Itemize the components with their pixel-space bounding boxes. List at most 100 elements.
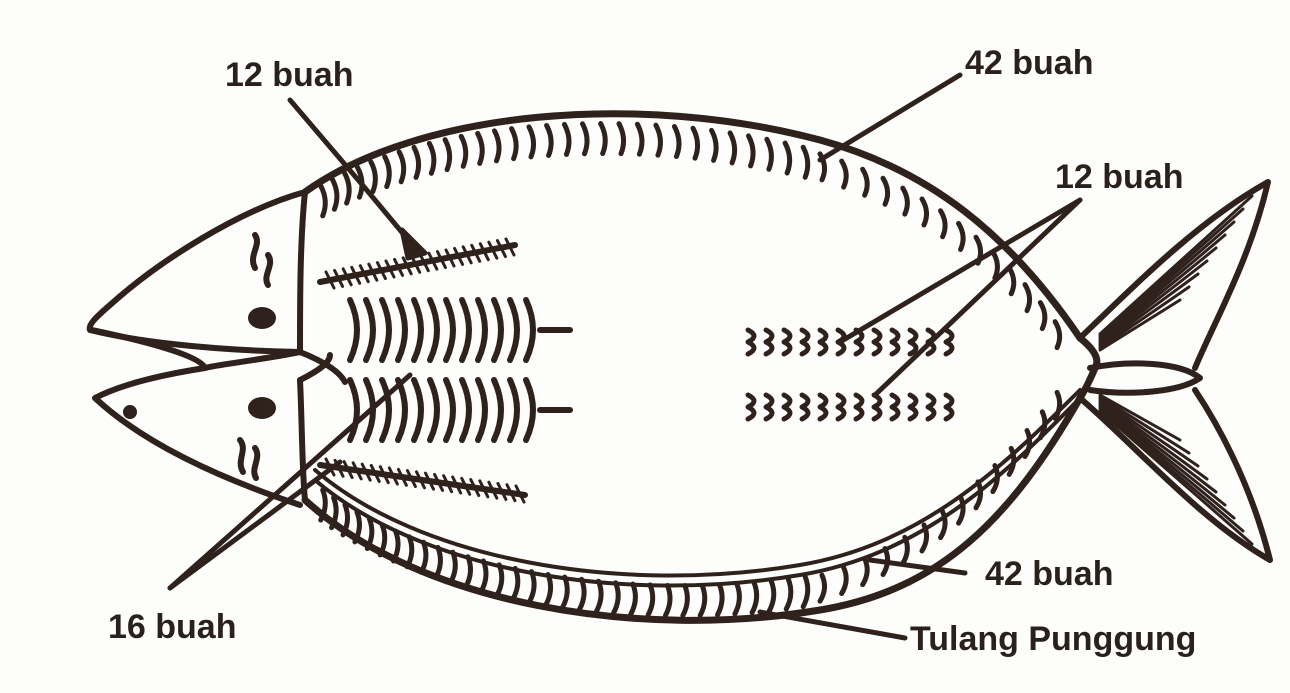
ventral-bone [332,498,337,528]
dorsal-bone [1040,303,1045,329]
dorsal-bone [332,179,337,209]
ventral-bone [752,583,757,613]
tail-ray [1100,405,1225,505]
ventral-bone [343,505,348,535]
eye-lower [248,397,276,419]
ventral-bone [580,579,585,609]
rib-lower [398,380,405,440]
tail-ray [1100,235,1225,340]
dorsal-bone [414,147,419,177]
rib-upper [366,300,373,360]
ventral-bone [497,565,502,595]
dorsal-bones-42 [321,124,1060,348]
rib-lower [446,380,453,440]
label-tulang-punggung: Tulang Punggung [910,620,1196,658]
ventral-bone [683,586,688,616]
dorsal-bone [445,140,450,170]
dorsal-bone [993,252,998,278]
dorsal-bone [1025,285,1030,311]
tail-spine-upper [748,330,754,354]
ventral-bone [700,585,705,615]
tail-spine-lower [874,395,880,419]
rib-lower [478,380,485,440]
tail-spine-lower [784,395,790,419]
dorsal-bone [785,143,790,173]
rib-lower [350,380,357,440]
ventral-bone [451,552,456,582]
tail-ray [1100,403,1216,492]
dorsal-bone [478,133,483,163]
dorsal-bone [959,223,964,249]
ventral-bone [513,568,518,598]
tail-spine-upper [892,330,898,354]
tail-ray [1100,409,1243,531]
tail-spine-upper [910,330,916,354]
ventral-bone [393,531,398,561]
ventral-bone [786,579,791,609]
ventral-bone [421,542,426,572]
ventral-bone [769,581,774,611]
rib-upper [398,300,405,360]
tail-spine-lower [946,395,952,419]
dorsal-bone [399,152,404,182]
tail-ray [1100,196,1252,334]
dorsal-bone [749,136,754,166]
rib-upper [414,300,421,360]
ventral-bone [959,497,964,523]
rib-lower [510,380,517,440]
backbone [315,390,1080,586]
ventral-bone [863,559,868,585]
dorsal-bone [461,136,466,166]
tail-spine-lower [856,395,862,419]
dorsal-bone [429,143,434,173]
label-12-buah-right: 12 buah [1055,158,1183,196]
dorsal-bone [883,178,888,204]
dorsal-bone [730,133,735,163]
ventral-bone [321,490,326,520]
rib-lower [494,380,501,440]
ventral-bone [466,557,471,587]
tail-spine-lower [892,395,898,419]
dorsal-bone [803,147,808,177]
dorsal-bone [345,173,350,203]
ventral-bone [665,585,670,615]
rib-upper [446,300,453,360]
rib-upper [526,300,533,360]
ventral-bone [367,519,372,549]
ventral-bone [407,537,412,567]
dorsal-bone [1009,268,1014,294]
dorsal-bone [656,125,661,155]
rib-upper [462,300,469,360]
dorsal-bone [321,186,326,216]
rib-upper [510,300,517,360]
dorsal-bone [582,124,587,154]
ventral-bone [631,584,636,614]
rib-upper [494,300,501,360]
dorsal-bone [512,129,517,159]
label-42-buah-top-right: 42 buah [965,44,1093,82]
ventral-bone [436,547,441,577]
tail-ray [1100,411,1252,544]
tail-spines-lower [748,395,952,419]
tail-spine-lower [820,395,826,419]
dorsal-bone [385,157,390,187]
tail-spine-lower [928,395,934,419]
rib-upper [350,300,357,360]
rib-upper [382,300,389,360]
dorsal-bone [1055,322,1060,348]
tail-spine-upper [820,330,826,354]
ventral-bone [481,561,486,591]
dorsal-bone [637,124,642,154]
rib-upper [478,300,485,360]
dorsal-bone [371,162,376,192]
rib-lower [430,380,437,440]
ventral-bone [355,512,360,542]
dorsal-bone [767,139,772,169]
tail-spine-lower [802,395,808,419]
label-16-buah-bottom-left: 16 buah [108,608,236,646]
dorsal-bone [712,130,717,160]
tail-spine-lower [838,395,844,419]
tail-fin [1080,182,1270,560]
